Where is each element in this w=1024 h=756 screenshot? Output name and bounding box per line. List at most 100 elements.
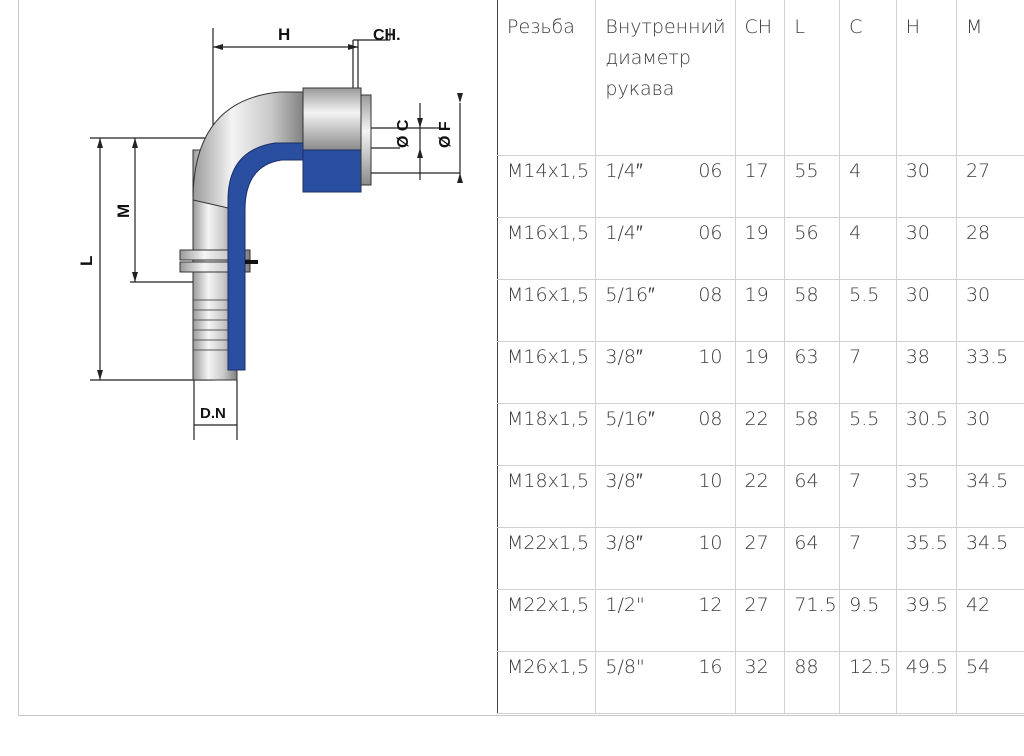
cell-l: 64	[784, 464, 841, 528]
cell-thread: M18x1,5	[496, 402, 597, 466]
table-row: M14x1,5 1/4″06 17 55 4 30 27	[496, 154, 1024, 218]
cell-inner-size: 3/8″	[605, 469, 643, 492]
cell-dn: 10	[698, 531, 723, 554]
cell-h: 39.5	[895, 588, 957, 652]
cell-l: 71.5	[784, 588, 841, 652]
label-h: H	[278, 25, 290, 44]
label-dn: D.N	[200, 405, 226, 422]
cell-c: 7	[839, 464, 897, 528]
cell-h: 30	[895, 154, 957, 218]
cell-ch: 19	[734, 278, 786, 342]
cell-ch: 19	[734, 216, 786, 280]
cell-c: 12.5	[839, 650, 897, 714]
cell-m: 30	[955, 278, 1024, 342]
dimension-lines	[90, 28, 461, 440]
cell-h: 30	[895, 278, 957, 342]
cell-c: 9.5	[839, 588, 897, 652]
cell-h: 30	[895, 216, 957, 280]
cell-inner: 5/8" 16	[595, 650, 736, 714]
cell-h: 35	[895, 464, 957, 528]
fitting-technical-drawing: H CH. Ø C Ø F M L D.N	[77, 25, 463, 440]
cell-l: 58	[784, 278, 841, 342]
table-row: M22x1,5 1/2" 12 27 71.5 9.5 39.5 42	[496, 588, 1024, 652]
cell-ch: 32	[734, 650, 786, 714]
content-frame	[18, 0, 1024, 716]
cell-inner-size: 3/8″	[605, 345, 643, 368]
cell-thread: M16x1,5	[496, 216, 597, 280]
cell-inner: 3/8″10	[595, 340, 736, 404]
fitting-spec-table: Резьба Внутренний диаметр рукава CH L C …	[496, 0, 1024, 714]
cell-c: 7	[839, 340, 897, 404]
cell-inner: 1/4″ 06	[595, 216, 736, 280]
label-c: Ø C	[395, 119, 412, 148]
col-c-header: C	[839, 0, 897, 156]
cell-inner-size: 3/8″	[605, 531, 643, 554]
cell-dn: 08	[698, 407, 723, 430]
cell-l: 55	[784, 154, 841, 218]
cell-inner: 1/2" 12	[595, 588, 736, 652]
cell-l: 88	[784, 650, 841, 714]
cell-m: 34.5	[955, 464, 1024, 528]
cell-inner: 1/4″ 06	[595, 154, 736, 218]
cell-thread: M22x1,5	[496, 588, 597, 652]
cell-m: 28	[955, 216, 1024, 280]
cell-c: 7	[839, 526, 897, 590]
dimension-arrows	[97, 44, 463, 380]
cell-h: 35.5	[895, 526, 957, 590]
cell-ch: 22	[734, 402, 786, 466]
cell-l: 58	[784, 402, 841, 466]
cell-ch: 17	[734, 154, 786, 218]
cell-dn: 06	[698, 221, 723, 244]
col-m-header: M	[955, 0, 1024, 156]
table-row: M26x1,5 5/8"16 32 88 12.5 49.5 54	[496, 650, 1024, 714]
fitting-drawing: H CH. Ø C Ø F M L D.N	[20, 0, 496, 715]
cell-thread: M16x1,5	[496, 340, 597, 404]
cell-ch: 27	[734, 588, 786, 652]
label-m: M	[114, 204, 133, 218]
cell-h: 49.5	[895, 650, 957, 714]
cell-inner-size: 5/16″	[605, 283, 655, 306]
cell-l: 56	[784, 216, 841, 280]
col-ch-header: CH	[734, 0, 786, 156]
cell-c: 5.5	[839, 402, 897, 466]
cell-c: 5.5	[839, 278, 897, 342]
cell-dn: 08	[698, 283, 723, 306]
label-l: L	[77, 256, 96, 266]
col-inner-diameter-header: Внутренний диаметр рукава	[595, 0, 736, 156]
cell-c: 4	[839, 216, 897, 280]
cell-inner: 5/16″ 08	[595, 402, 736, 466]
col-thread-header: Резьба	[496, 0, 597, 156]
cell-inner-size: 1/4″	[605, 159, 643, 182]
table-row: M18x1,5 5/16″08 22 58 5.5 30.5 30	[496, 402, 1024, 466]
cell-m: 34.5	[955, 526, 1024, 590]
label-ch: CH.	[373, 27, 401, 44]
table-row: M16x1,5 1/4″ 06 19 56 4 30 28	[496, 216, 1024, 280]
table-row: M16x1,5 3/8″10 19 63 7 38 33.5	[496, 340, 1024, 404]
cell-inner-size: 1/2"	[605, 593, 645, 616]
cell-dn: 10	[698, 469, 723, 492]
cell-ch: 22	[734, 464, 786, 528]
table-header-row: Резьба Внутренний диаметр рукава CH L C …	[496, 0, 1024, 156]
cell-m: 27	[955, 154, 1024, 218]
cell-dn: 16	[698, 655, 723, 678]
cell-m: 42	[955, 588, 1024, 652]
cell-dn: 06	[698, 159, 723, 182]
cell-dn: 12	[698, 593, 723, 616]
table-row: M22x1,5 3/8″10 27 64 7 35.5 34.5	[496, 526, 1024, 590]
cell-l: 64	[784, 526, 841, 590]
cell-h: 38	[895, 340, 957, 404]
cell-h: 30.5	[895, 402, 957, 466]
cell-m: 54	[955, 650, 1024, 714]
col-l-header: L	[784, 0, 841, 156]
cell-ch: 19	[734, 340, 786, 404]
cell-inner: 5/16″ 08	[595, 278, 736, 342]
cell-thread: M18x1,5	[496, 464, 597, 528]
cell-m: 33.5	[955, 340, 1024, 404]
label-f: Ø F	[437, 121, 454, 148]
cell-inner-size: 1/4″	[605, 221, 643, 244]
cell-inner-size: 5/8"	[605, 655, 645, 678]
cell-inner-size: 5/16″	[605, 407, 655, 430]
col-h-header: H	[895, 0, 957, 156]
cell-thread: M16x1,5	[496, 278, 597, 342]
cell-c: 4	[839, 154, 897, 218]
